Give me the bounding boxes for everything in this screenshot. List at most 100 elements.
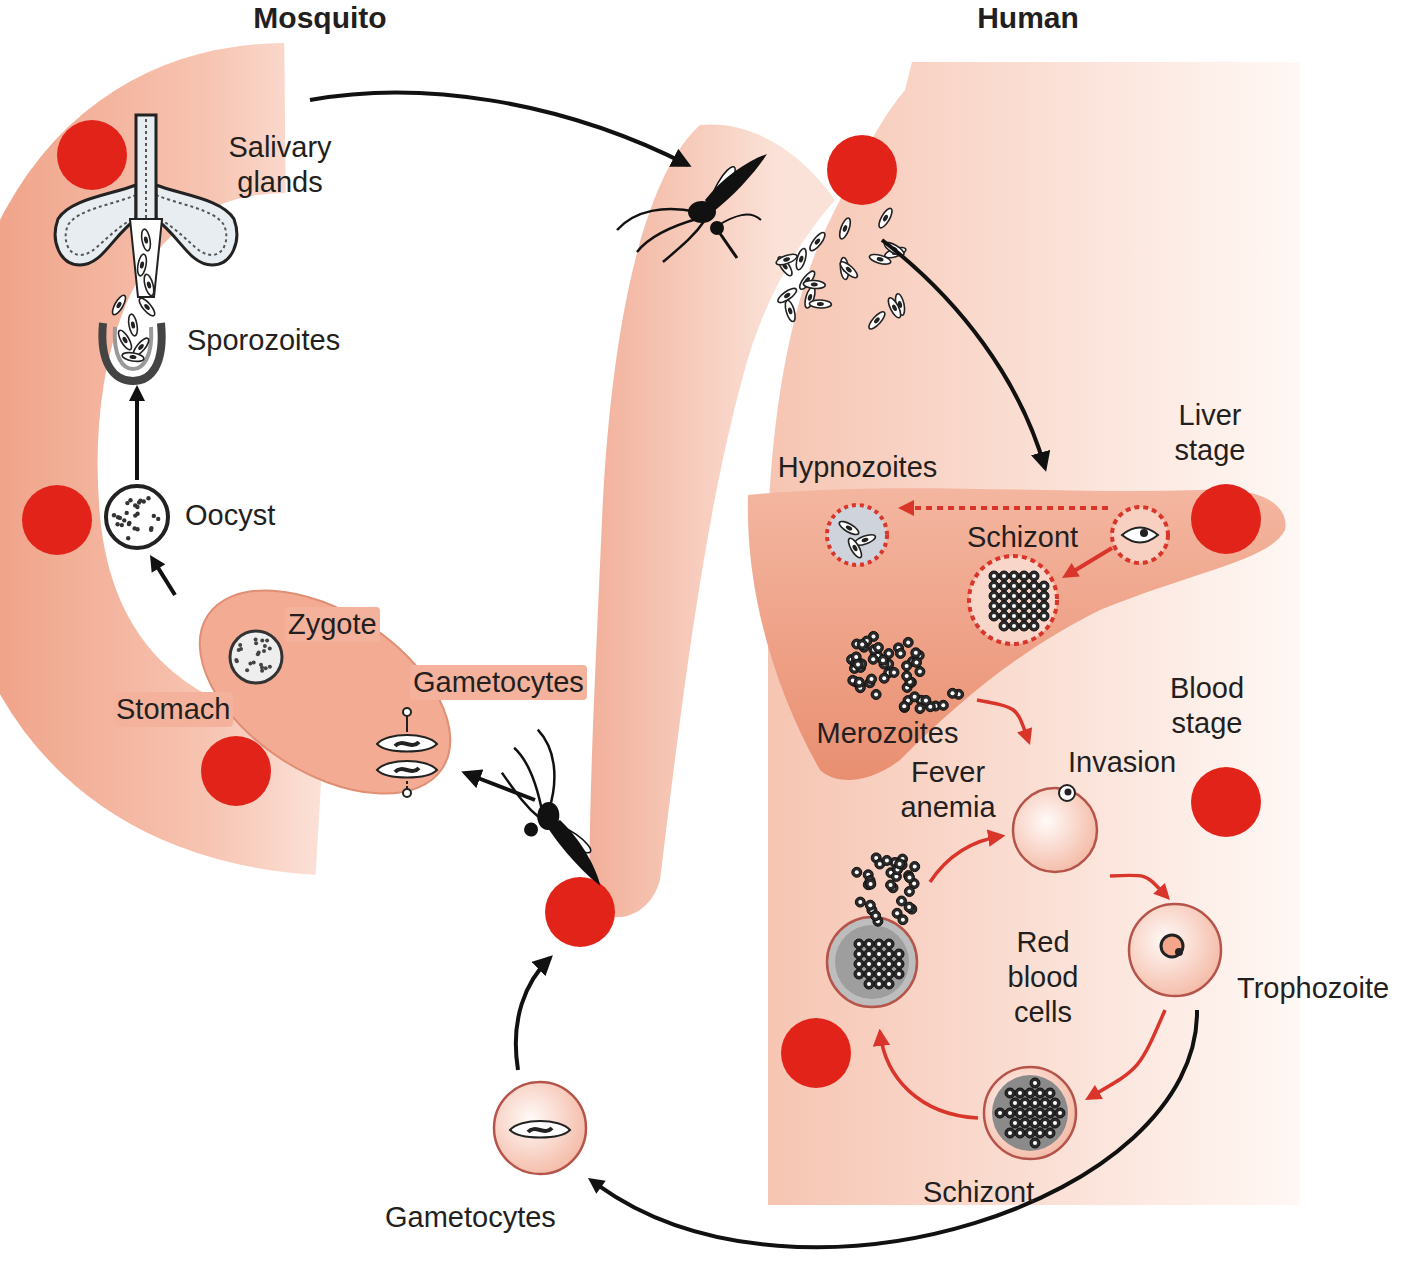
drawn-circle — [835, 925, 909, 999]
stage-arrow — [977, 700, 1032, 745]
drawn-circle — [1009, 571, 1019, 581]
drawn-circle — [1140, 529, 1148, 537]
drawn-circle — [872, 634, 876, 638]
stage-label: Sporozoites — [187, 323, 340, 358]
drawn-ellipse — [877, 207, 895, 230]
drawn-circle — [1025, 1108, 1035, 1118]
drawn-ellipse — [783, 256, 791, 262]
drawn-circle — [1038, 1131, 1042, 1135]
drawn-ellipse — [127, 313, 139, 336]
drawn-circle — [901, 918, 905, 922]
drawn-ellipse — [129, 354, 137, 359]
arrow-line — [135, 398, 139, 480]
drawn-circle — [133, 503, 137, 507]
drawn-g — [783, 299, 797, 322]
drawn-g — [846, 536, 864, 559]
drawn-circle — [1038, 1111, 1042, 1115]
arrow-head — [588, 1178, 606, 1194]
drawn-ellipse — [861, 537, 869, 543]
drawn-circle — [1015, 1128, 1025, 1138]
drawn-circle — [1045, 1088, 1055, 1098]
drawn-circle — [1002, 624, 1006, 628]
drawn-circle — [907, 905, 911, 909]
drawn-circle — [989, 591, 999, 601]
drawn-circle — [874, 949, 884, 959]
drawn-g — [775, 252, 798, 267]
drawn-circle — [894, 959, 904, 969]
drawn-circle — [122, 518, 126, 522]
drawn-circle — [877, 942, 881, 946]
drawn-circle — [897, 962, 901, 966]
drawn-circle — [125, 511, 129, 515]
drawn-circle — [1019, 601, 1029, 611]
drawn-circle — [1005, 1128, 1015, 1138]
drawn-ellipse — [842, 225, 848, 233]
drawn-path — [156, 185, 237, 265]
drawn-ellipse — [891, 304, 898, 312]
drawn-circle — [867, 972, 871, 976]
drawn-circle — [1019, 621, 1029, 631]
drawn-circle — [57, 120, 127, 190]
stage-arrow — [129, 385, 145, 480]
drawn-circle — [126, 536, 130, 540]
drawn-circle — [1039, 611, 1049, 621]
drawn-circle — [1028, 1131, 1032, 1135]
drawn-circle — [915, 704, 925, 714]
salivary-gland-part: Salivary glands — [50, 115, 355, 305]
drawn-circle — [1028, 1111, 1032, 1115]
drawn-circle — [855, 870, 859, 874]
stage-label: Schizont — [923, 1175, 1034, 1210]
drawn-circle — [1009, 581, 1019, 591]
drawn-circle — [152, 514, 156, 518]
drawn-ellipse — [876, 256, 884, 262]
drawn-circle — [1012, 584, 1016, 588]
drawn-circle — [1048, 1111, 1052, 1115]
drawn-circle — [897, 972, 901, 976]
drawn-circle — [127, 522, 131, 526]
drawn-g — [803, 280, 826, 290]
drawn-circle — [868, 654, 878, 664]
drawn-circle — [1032, 614, 1036, 618]
drawn-circle — [854, 949, 864, 959]
drawn-circle — [887, 962, 891, 966]
hypnozoite-part: Hypnozoites — [765, 448, 952, 573]
drawn-circle — [854, 969, 864, 979]
drawn-circle — [853, 659, 863, 669]
drawn-circle — [1019, 591, 1029, 601]
drawn-circle — [1022, 584, 1026, 588]
drawn-path — [465, 773, 535, 800]
drawn-ellipse — [807, 293, 813, 301]
stage-note: Blood stage — [1152, 671, 1262, 741]
drawn-circle — [1040, 1118, 1050, 1128]
drawn-circle — [911, 648, 921, 658]
drawn-circle — [918, 670, 922, 674]
drawn-circle — [876, 646, 880, 650]
drawn-path — [705, 154, 767, 212]
drawn-g — [377, 735, 437, 752]
drawn-circle — [1030, 1078, 1040, 1088]
drawn-circle — [882, 676, 886, 680]
drawn-path — [617, 209, 697, 230]
drawn-circle — [1035, 1108, 1045, 1118]
drawn-g — [142, 273, 155, 296]
drawn-circle — [877, 952, 881, 956]
stage-label: Gametocytes — [410, 665, 587, 700]
drawn-circle — [857, 640, 867, 650]
drawn-circle — [905, 873, 915, 883]
drawn-circle — [995, 1108, 1005, 1118]
drawn-circle — [902, 661, 912, 671]
drawn-path — [528, 1128, 552, 1132]
drawn-ellipse — [846, 536, 864, 559]
drawn-circle — [132, 526, 136, 530]
drawn-circle — [1008, 1111, 1012, 1115]
arrow-head — [150, 555, 165, 573]
drawn-circle — [867, 674, 877, 684]
drawn-circle — [1012, 594, 1016, 598]
drawn-circle — [1040, 1098, 1050, 1108]
drawn-circle — [248, 661, 252, 665]
drawn-g — [807, 230, 827, 252]
drawn-circle — [1005, 1088, 1015, 1098]
drawn-circle — [871, 657, 875, 661]
drawn-circle — [1058, 1111, 1062, 1115]
arrow-line — [1110, 875, 1161, 890]
